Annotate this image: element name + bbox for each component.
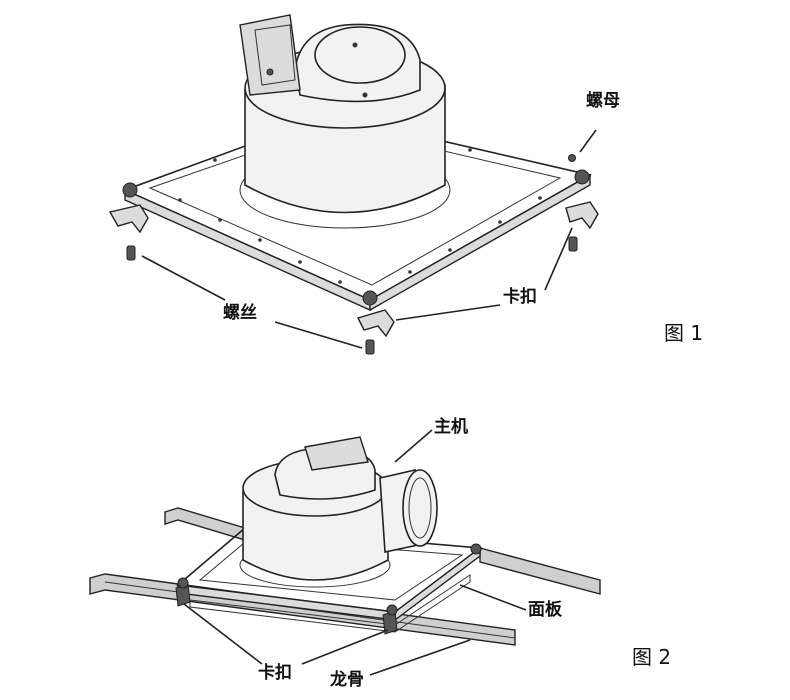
fig1-screw bbox=[365, 339, 375, 355]
fig1-plate-holes bbox=[178, 148, 542, 284]
fig1-clip bbox=[565, 201, 599, 230]
fig1-leader-screw-2 bbox=[274, 321, 363, 349]
fig1-bracket-detail bbox=[254, 24, 296, 86]
figure-2-caption: 图 2 bbox=[632, 645, 671, 669]
fig1-leader-clip-2 bbox=[544, 227, 573, 291]
fig1-corner-lug bbox=[122, 182, 138, 198]
fig1-outlet-bracket bbox=[239, 14, 301, 96]
fig2-duct-inner bbox=[408, 477, 432, 539]
fig2-leader-panel bbox=[459, 584, 527, 611]
fig2-leader-main-unit bbox=[394, 429, 433, 463]
fig2-corner-lug bbox=[386, 604, 398, 616]
figure-1-caption: 图 1 bbox=[664, 321, 703, 345]
fig2-label-clip: 卡扣 bbox=[258, 662, 292, 683]
fig1-label-screw: 螺丝 bbox=[223, 302, 257, 323]
fig2-leader-clip-1 bbox=[183, 603, 263, 665]
fig2-corner-lug bbox=[470, 543, 482, 555]
fig1-screw bbox=[568, 236, 578, 252]
fig1-bracket-hole bbox=[266, 68, 274, 76]
fig1-corner-lug bbox=[362, 290, 378, 306]
fig1-leader-clip-1 bbox=[395, 304, 501, 321]
fig1-screw bbox=[126, 245, 136, 261]
fig1-label-nut: 螺母 bbox=[586, 91, 620, 111]
fig1-cap-screw bbox=[362, 92, 368, 98]
fig1-clip bbox=[108, 204, 149, 234]
figure-2: 主机 面板 卡扣 龙骨 图 2 bbox=[89, 416, 671, 690]
fig2-keel-back-left bbox=[164, 507, 246, 541]
fig2-leader-keel bbox=[369, 639, 471, 676]
fig1-clip bbox=[357, 309, 395, 338]
fig2-keel-front bbox=[89, 573, 516, 646]
fig2-label-keel: 龙骨 bbox=[329, 669, 364, 690]
fig2-corner-lug bbox=[177, 577, 189, 589]
fig2-panel-inner bbox=[198, 537, 464, 601]
fig2-keel-back-right bbox=[479, 547, 601, 595]
fig1-nut bbox=[568, 154, 576, 162]
fig2-leader-clip-2 bbox=[301, 629, 389, 665]
fig1-leader-nut bbox=[579, 129, 597, 153]
fig1-label-clip: 卡扣 bbox=[503, 286, 537, 307]
figure-1: 螺母 螺丝 卡扣 图 1 bbox=[108, 14, 703, 355]
fig1-leader-screw-1 bbox=[141, 255, 226, 301]
fig1-plate-edge-right bbox=[369, 173, 591, 312]
fig2-label-main-unit: 主机 bbox=[434, 416, 468, 437]
fig2-label-panel: 面板 bbox=[528, 599, 563, 620]
fig2-outlet-bracket bbox=[304, 436, 369, 471]
fig1-corner-lug bbox=[574, 169, 590, 185]
fig1-blower-disc bbox=[314, 26, 406, 84]
fig2-duct-opening bbox=[402, 469, 438, 547]
fig1-cap-screw bbox=[352, 42, 358, 48]
